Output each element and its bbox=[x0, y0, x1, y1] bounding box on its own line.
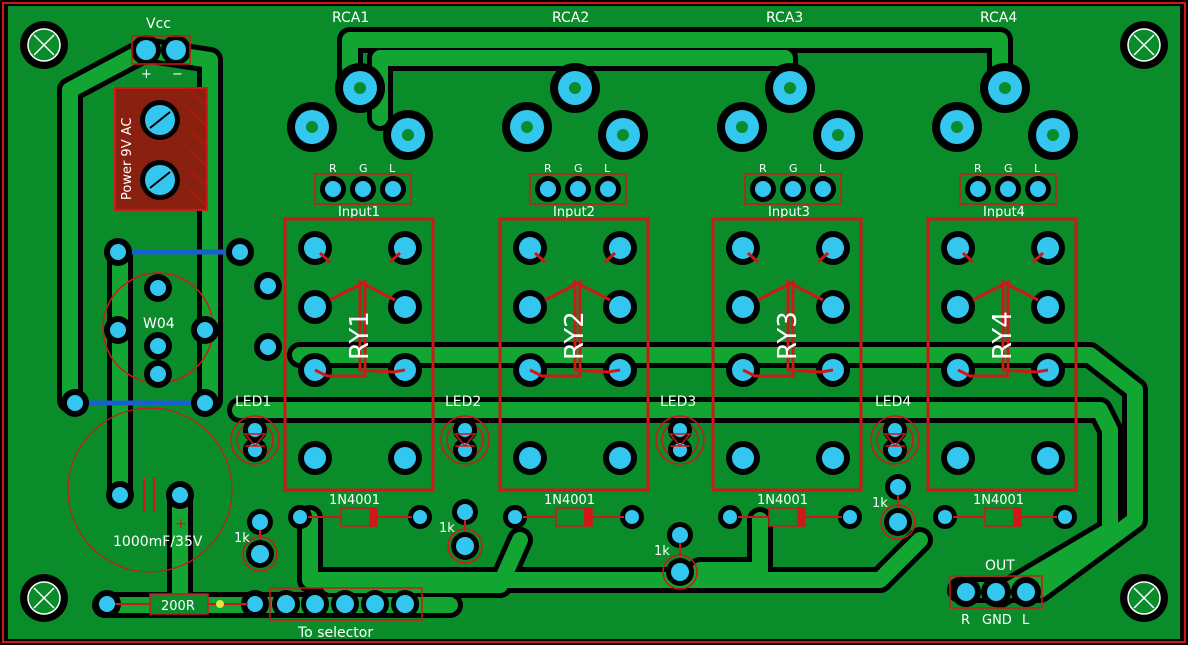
rgl-pin-label: R bbox=[544, 162, 552, 175]
rgl-pin-label: L bbox=[1034, 162, 1041, 175]
svg-text:+: + bbox=[175, 516, 187, 532]
rgl-pin-label: G bbox=[574, 162, 583, 175]
diode-label: 1N4001 bbox=[544, 493, 595, 508]
out-r: R bbox=[961, 613, 970, 628]
rgl-pin-label: L bbox=[819, 162, 826, 175]
rgl-pin-label: G bbox=[1004, 162, 1013, 175]
relay-4: RY4 bbox=[926, 217, 1078, 492]
diode-2: 1N4001 bbox=[503, 493, 644, 529]
diodes: 1N4001 1N4001 1N4001 1N4001 bbox=[288, 493, 1077, 529]
led-label: LED1 bbox=[235, 394, 271, 410]
rgl-header-2: R G L Input2 bbox=[529, 162, 627, 220]
rca-jacks bbox=[287, 63, 1078, 160]
rca-label: RCA1 bbox=[332, 10, 369, 26]
rca-jack-4 bbox=[932, 63, 1078, 160]
diode-label: 1N4001 bbox=[757, 493, 808, 508]
out-gnd: GND bbox=[982, 613, 1012, 628]
leds: LED1 1k LED2 1k LED3 1k LED4 1k bbox=[230, 394, 920, 590]
out-title: OUT bbox=[985, 558, 1015, 574]
input-label: Input4 bbox=[983, 205, 1025, 220]
input-headers: R G L Input1 R G L Input2 R G L Input3 R G L Input4 bbox=[314, 162, 1057, 220]
led-4: LED4 1k bbox=[870, 394, 920, 540]
left-pads bbox=[61, 389, 219, 417]
rgl-pin-label: R bbox=[974, 162, 982, 175]
vcc-minus: − bbox=[172, 67, 183, 82]
relay-label: RY1 bbox=[345, 311, 375, 360]
rgl-pin-label: L bbox=[604, 162, 611, 175]
mounting-hole-icon bbox=[20, 574, 68, 622]
rgl-header-4: R G L Input4 bbox=[959, 162, 1057, 220]
vcc-label: Vcc bbox=[146, 16, 171, 32]
rgl-header-1: R G L Input1 bbox=[314, 162, 412, 220]
input-label: Input2 bbox=[553, 205, 595, 220]
relay-label: RY3 bbox=[773, 311, 803, 360]
bridge-label: W04 bbox=[143, 316, 175, 332]
mounting-hole-icon bbox=[20, 21, 68, 69]
capacitor: + 1000mF/35V bbox=[67, 407, 233, 573]
rgl-pin-label: L bbox=[389, 162, 396, 175]
out-l: L bbox=[1022, 613, 1030, 628]
resistor-label: 1k bbox=[654, 544, 670, 559]
relay-3: RY3 bbox=[711, 217, 863, 492]
relay-1: RY1 bbox=[283, 217, 435, 492]
diode-label: 1N4001 bbox=[329, 493, 380, 508]
rca-jack-2 bbox=[502, 63, 648, 160]
out-header: OUT R GND L bbox=[949, 558, 1043, 628]
vcc-header: Vcc + − bbox=[131, 16, 191, 82]
resistor-label: 1k bbox=[234, 531, 250, 546]
resistor-label: 1k bbox=[439, 521, 455, 536]
relay-label: RY2 bbox=[560, 311, 590, 360]
led-3: LED3 1k bbox=[654, 394, 705, 590]
rca-label: RCA2 bbox=[552, 10, 589, 26]
rgl-pin-label: R bbox=[759, 162, 767, 175]
diode-3: 1N4001 bbox=[718, 493, 862, 529]
resistor-label: 1k bbox=[872, 496, 888, 511]
selector-label: To selector bbox=[297, 625, 373, 641]
rca-label: RCA3 bbox=[766, 10, 803, 26]
capacitor-label: 1000mF/35V bbox=[113, 534, 203, 550]
diode-4: 1N4001 bbox=[933, 493, 1077, 529]
rca-jack-1 bbox=[287, 63, 433, 160]
led-label: LED2 bbox=[445, 394, 481, 410]
vcc-plus: + bbox=[141, 67, 152, 82]
led-label: LED4 bbox=[875, 394, 911, 410]
power-label: Power 9V AC bbox=[120, 118, 135, 200]
rca-jack-3 bbox=[717, 63, 863, 160]
rca-labels: RCA1 RCA2 RCA3 RCA4 bbox=[332, 10, 1017, 26]
power-terminal: Power 9V AC bbox=[114, 87, 208, 211]
mounting-holes bbox=[20, 21, 1168, 622]
rgl-pin-label: R bbox=[329, 162, 337, 175]
relay-2: RY2 bbox=[498, 217, 650, 492]
rgl-pin-label: G bbox=[359, 162, 368, 175]
bridge-rectifier: W04 bbox=[102, 238, 282, 388]
diode-label: 1N4001 bbox=[973, 493, 1024, 508]
led-label: LED3 bbox=[660, 394, 696, 410]
resistor-main-label: 200R bbox=[161, 599, 195, 614]
selector-header: To selector bbox=[269, 587, 423, 641]
relays: RY1 RY2 RY3 RY4 bbox=[283, 217, 1078, 492]
input-label: Input1 bbox=[338, 205, 380, 220]
rca-label: RCA4 bbox=[980, 10, 1017, 26]
diode-1: 1N4001 bbox=[288, 493, 432, 529]
rgl-pin-label: G bbox=[789, 162, 798, 175]
led-1: LED1 1k bbox=[230, 394, 280, 572]
input-label: Input3 bbox=[768, 205, 810, 220]
mounting-hole-icon bbox=[1120, 574, 1168, 622]
mounting-hole-icon bbox=[1120, 21, 1168, 69]
rgl-header-3: R G L Input3 bbox=[744, 162, 842, 220]
led-2: LED2 1k bbox=[439, 394, 490, 564]
relay-label: RY4 bbox=[988, 311, 1018, 360]
main-resistor: 200R bbox=[93, 590, 269, 618]
